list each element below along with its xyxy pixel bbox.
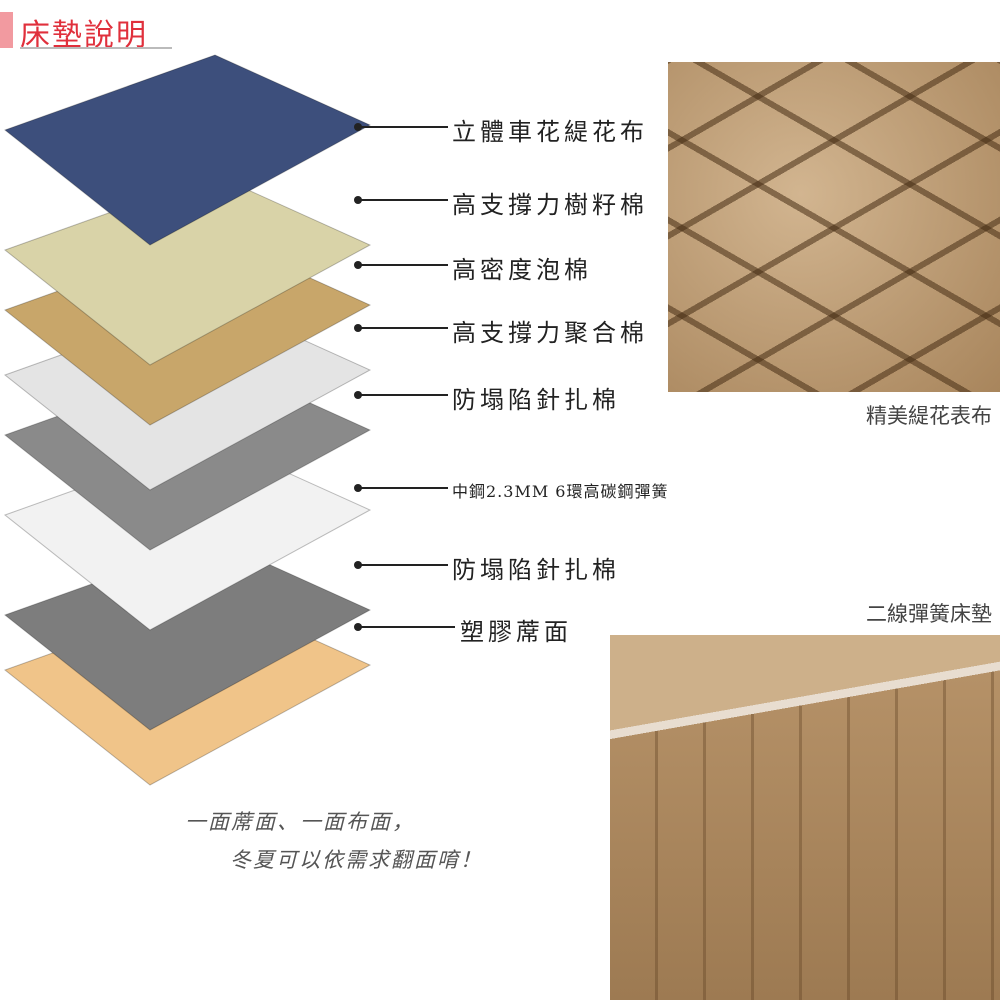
layer-label: 防塌陷針扎棉 <box>452 386 620 414</box>
fabric-closeup-image <box>668 62 1000 392</box>
mattress-corner-image <box>610 635 1000 1000</box>
leader-dot <box>354 196 362 204</box>
mattress-layer <box>3 54 372 246</box>
note-line-1: 一面蓆面、一面布面， <box>185 810 415 834</box>
layer-label: 立體車花緹花布 <box>452 118 648 146</box>
title-accent-bar <box>0 12 13 48</box>
leader-dot <box>354 123 362 131</box>
layer-label: 高密度泡棉 <box>452 256 592 284</box>
title-underline <box>20 47 172 49</box>
mattress-caption: 二線彈簧床墊 <box>866 602 992 626</box>
fabric-caption: 精美緹花表布 <box>866 404 992 428</box>
leader-dot <box>354 561 362 569</box>
leader-dot <box>354 623 362 631</box>
leader-dot <box>354 324 362 332</box>
leader-dot <box>354 391 362 399</box>
layer-label: 中鋼2.3MM 6環高碳鋼彈簧 <box>452 482 669 501</box>
leader-dot <box>354 484 362 492</box>
layer-label: 塑膠蓆面 <box>460 618 572 646</box>
layer-label: 高支撐力樹籽棉 <box>452 191 648 219</box>
layer-label: 防塌陷針扎棉 <box>452 556 620 584</box>
leader-dot <box>354 261 362 269</box>
layer-label: 高支撐力聚合棉 <box>452 319 648 347</box>
note-line-2: 冬夏可以依需求翻面唷！ <box>230 848 483 872</box>
